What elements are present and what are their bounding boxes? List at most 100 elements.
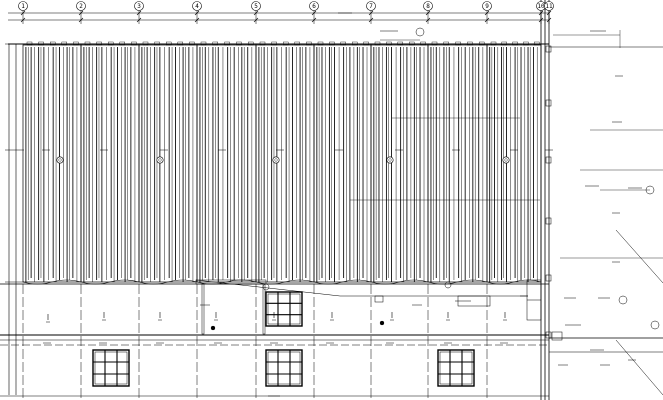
node-dot: [210, 325, 216, 331]
node-circle: [415, 27, 425, 37]
panel-bolt-inner: [274, 158, 278, 162]
panel-top-notch: [177, 41, 184, 46]
panel-bolt-inner: [58, 158, 62, 162]
lintel-box: [195, 279, 267, 285]
panel-top-notch: [61, 41, 67, 46]
dimension-slash: [484, 10, 490, 16]
panel-top-notch: [142, 41, 149, 46]
right-diagonal: [615, 339, 663, 396]
axis-bubble-circle: [76, 1, 86, 11]
dimension-slash: [78, 17, 84, 23]
panel-bay: [80, 44, 140, 283]
panel-top-notch: [294, 41, 300, 46]
panel-top-notch: [131, 41, 137, 46]
panel-top-notch: [501, 41, 507, 46]
panel-top-notch: [420, 41, 426, 46]
window-frame: [265, 349, 303, 387]
panel-bolt: [272, 156, 280, 164]
panel-bottom-wave: [486, 279, 542, 285]
axis-bubble-circle: [134, 1, 144, 11]
panel-top-notch: [397, 41, 403, 46]
panel-bolt-inner: [158, 158, 162, 162]
axis-bubble-circle: [544, 1, 554, 11]
window-frame: [437, 349, 475, 387]
edge-clip: [545, 45, 552, 53]
panel-bay: [22, 44, 82, 283]
axis-bubble-circle: [366, 1, 376, 11]
axis-bubble: 5: [251, 1, 261, 11]
panel-top-notch: [26, 41, 33, 46]
window-frame: [92, 349, 130, 387]
panel-top-notch: [306, 41, 312, 46]
dimension-slash: [425, 17, 431, 23]
panel-top-notch: [329, 41, 335, 46]
axis-bubble: 4: [192, 1, 202, 11]
axis-bubble: 9: [482, 1, 492, 11]
edge-clip: [545, 274, 552, 282]
dimension-slash: [425, 10, 431, 16]
window-inner-frame: [267, 351, 301, 385]
panel-top-notch: [154, 41, 160, 46]
axis-bubble: 7: [366, 1, 376, 11]
panel-bolt: [56, 156, 64, 164]
panel-top-notch: [386, 41, 392, 46]
panel-top-notch: [455, 41, 461, 46]
panel-bay: [370, 44, 429, 283]
corrugated-wall-panels: [22, 39, 542, 285]
panel-top-notch: [84, 41, 91, 46]
panel-bay: [196, 44, 257, 283]
axis-bubble-circle: [18, 1, 28, 11]
panel-top-notch: [73, 41, 79, 46]
windows: [92, 291, 475, 387]
panel-top-notch: [165, 41, 172, 46]
axis-label: 10: [537, 3, 545, 10]
window-inner-frame: [267, 293, 301, 325]
panel-top-notch: [189, 41, 195, 46]
panel-bay: [255, 44, 315, 283]
node-circle: [645, 185, 655, 195]
panel-top-notch: [534, 41, 540, 46]
axis-label: 3: [137, 3, 141, 10]
axis-bubble: 1: [18, 1, 28, 11]
window-inner-frame: [94, 351, 128, 385]
panel-top-notch: [107, 41, 114, 46]
axis-label: 1: [21, 3, 25, 10]
panel-top-notch: [374, 41, 381, 46]
dimension-slash: [136, 10, 142, 16]
axis-label: 8: [426, 3, 430, 10]
panel-bolt: [386, 156, 394, 164]
panel-bottom-wave: [22, 279, 82, 285]
edge-clip: [545, 156, 552, 164]
dimension-slash: [136, 17, 142, 23]
panel-top-notch: [224, 41, 230, 46]
axis-bubble: 8: [423, 1, 433, 11]
panel-top-notch: [271, 41, 277, 46]
axis-label: 6: [312, 3, 316, 10]
panel-bay: [486, 44, 542, 283]
panel-bay: [138, 44, 198, 283]
panel-top-notch: [340, 41, 346, 46]
axis-bubble: 3: [134, 1, 144, 11]
edge-clip: [545, 99, 552, 107]
dimension-slash: [194, 17, 200, 23]
panel-top-notch: [431, 41, 438, 46]
axis-bubble-circle: [251, 1, 261, 11]
panel-top-notch: [512, 41, 518, 46]
window-frame: [265, 291, 303, 327]
panel-top-notch: [50, 41, 56, 46]
panel-top-notch: [96, 41, 102, 46]
dimension-slash: [368, 17, 374, 23]
window: [92, 349, 130, 387]
grid-lines: [540, 0, 663, 400]
panel-top-notch: [352, 41, 358, 46]
dimension-slash: [311, 10, 317, 16]
window: [437, 349, 475, 387]
panel-bolt: [156, 156, 164, 164]
lower-beam: [195, 279, 341, 297]
panel-bolt-inner: [504, 158, 508, 162]
axis-label: 2: [79, 3, 83, 10]
node-circle: [262, 283, 270, 291]
axis-bubble-circle: [423, 1, 433, 11]
dimension-slash: [484, 17, 490, 23]
